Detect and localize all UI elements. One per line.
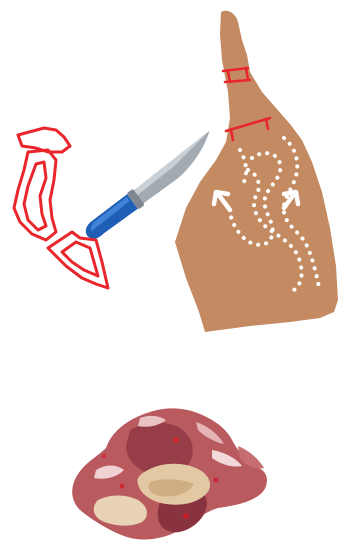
cut-pieces-outline-icon [14,128,108,288]
ham-leg-icon [175,11,338,332]
meat-cuts-photo [72,408,267,539]
